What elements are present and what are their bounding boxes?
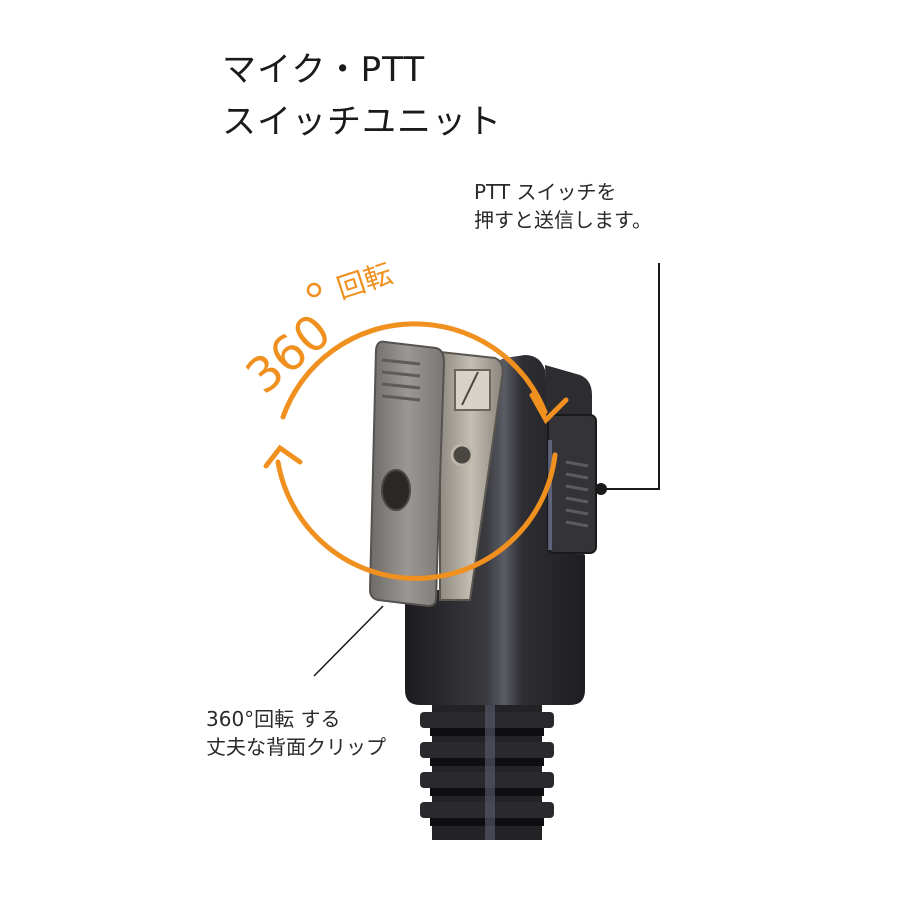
product-title-line1: マイク・PTT — [222, 50, 426, 90]
clip-note-line1: 360°回転 する — [206, 707, 341, 731]
clip-leader-line — [313, 605, 384, 677]
product-title: マイク・PTT スイッチユニット — [222, 44, 502, 148]
mic-body — [405, 355, 597, 705]
cable-strain-relief — [420, 690, 554, 840]
ptt-switch-annotation: PTT スイッチを 押すと送信します。 — [474, 178, 652, 234]
clip-spring — [439, 350, 504, 601]
clip-annotation: 360°回転 する 丈夫な背面クリップ — [206, 705, 386, 761]
ptt-note-line1: PTT スイッチを — [474, 180, 617, 204]
ptt-note-line2: 押すと送信します。 — [474, 208, 652, 232]
rotation-arrow-icon — [263, 321, 569, 581]
belt-clip — [368, 340, 446, 608]
product-title-line2: スイッチユニット — [222, 102, 502, 142]
ptt-switch-button — [547, 414, 597, 554]
svg-text:360: 360 — [236, 303, 342, 405]
ptt-leader-line — [595, 263, 660, 495]
svg-text:回転: 回転 — [333, 257, 396, 306]
clip-note-line2: 丈夫な背面クリップ — [206, 735, 386, 759]
